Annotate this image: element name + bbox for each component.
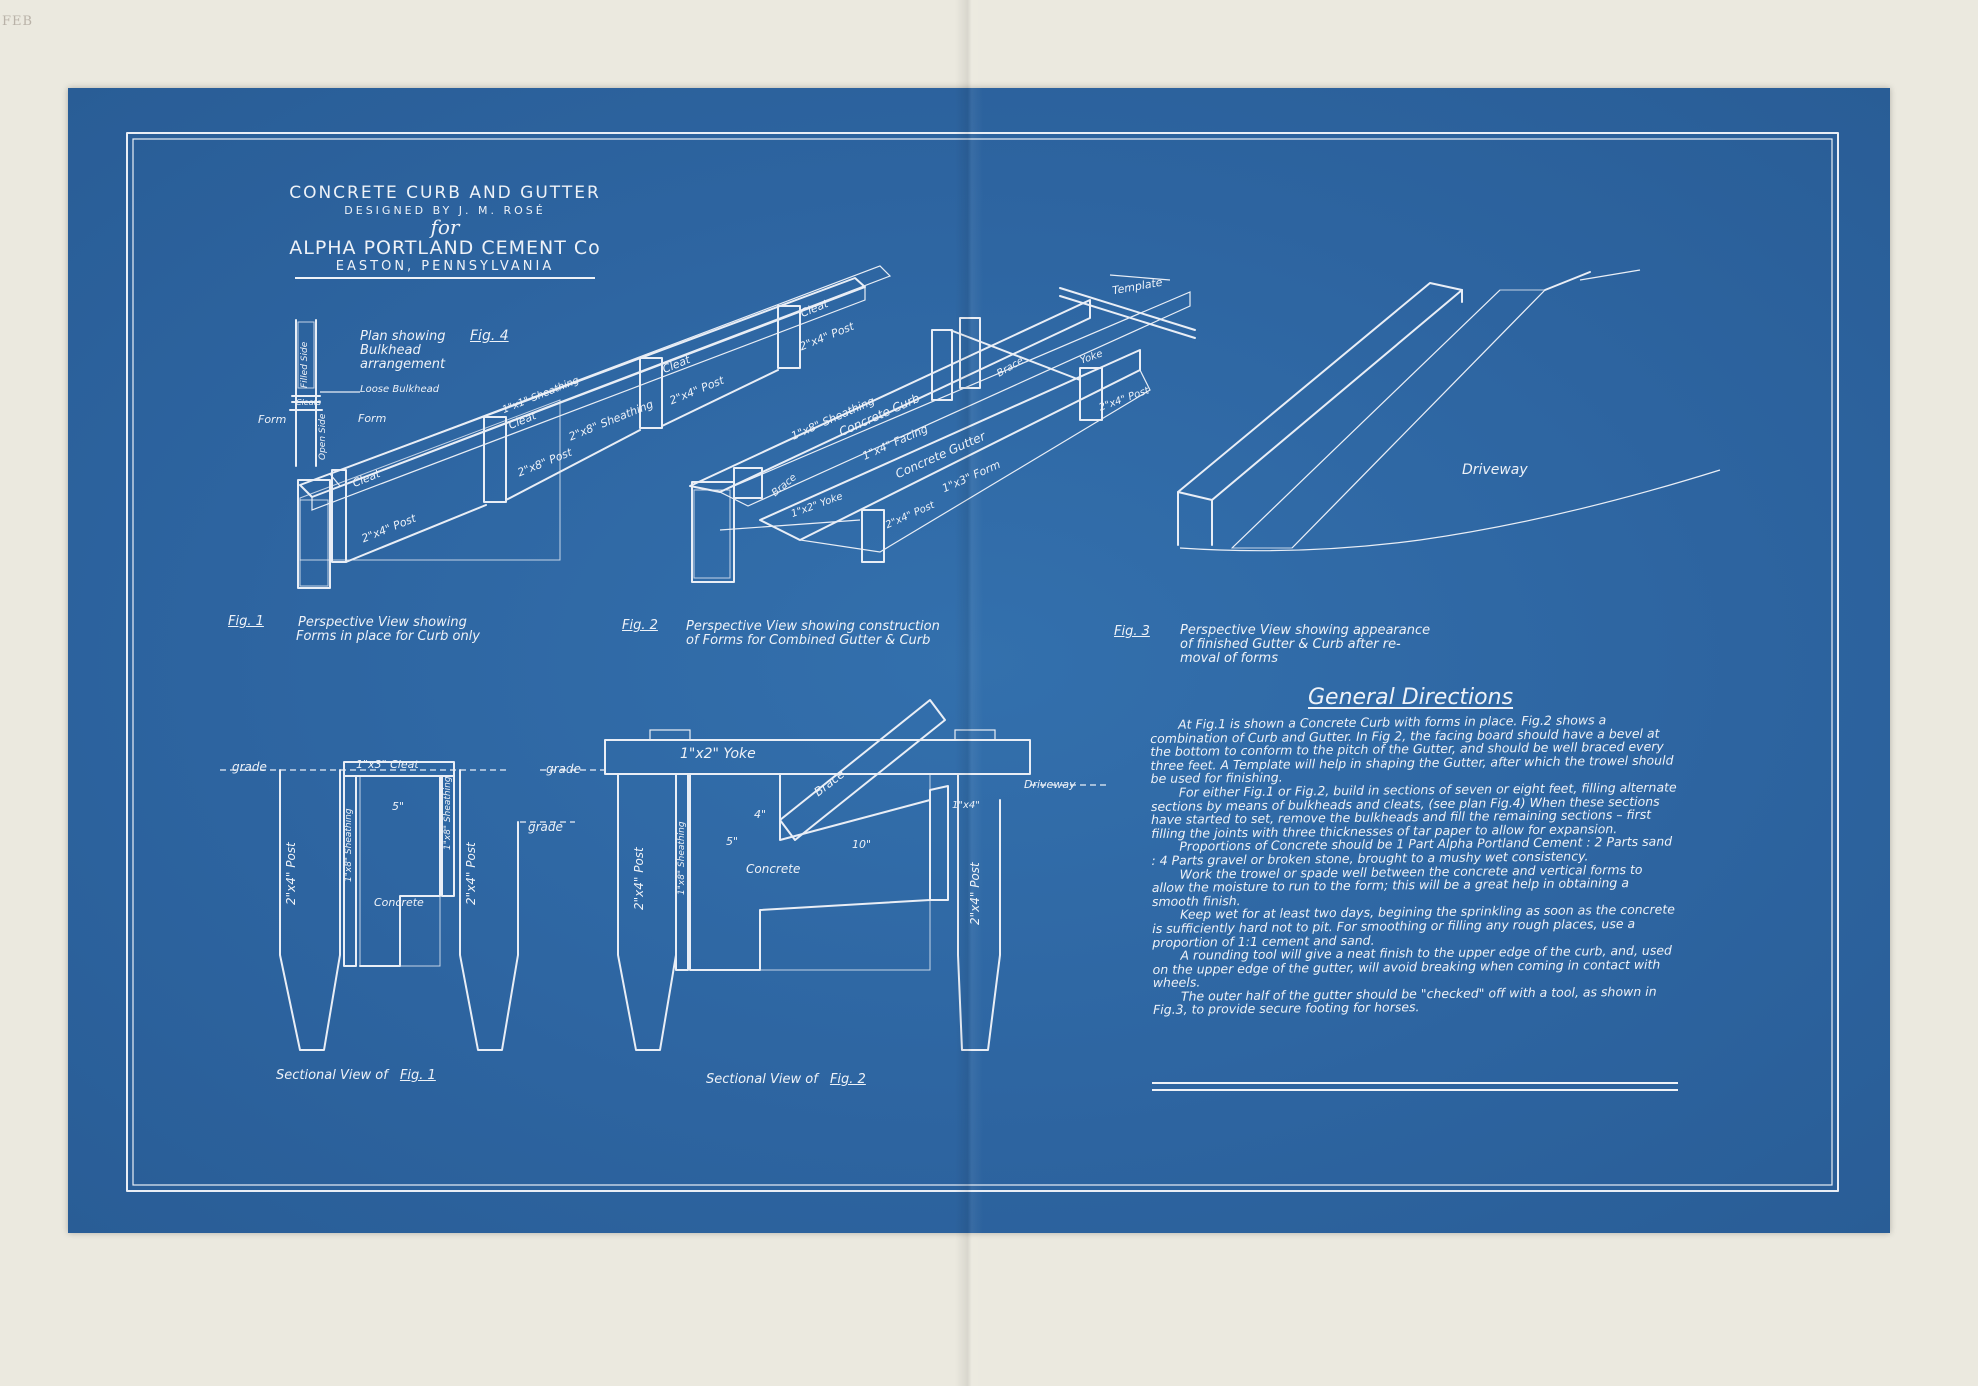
directions-paragraph: For either Fig.1 or Fig.2, build in sect…	[1150, 779, 1677, 841]
section2-dim-10: 10"	[852, 838, 872, 851]
directions-paragraph: Work the trowel or spade well between th…	[1151, 861, 1643, 909]
fig4-cleats: Cleats	[296, 398, 321, 407]
section1-caption-fig: Fig. 1	[399, 1068, 436, 1083]
section1-dim-5: 5"	[392, 800, 405, 813]
section1-sheathing-left: 1"x8" Sheathing	[344, 808, 354, 882]
directions-paragraph: At Fig.1 is shown a Concrete Curb with f…	[1150, 712, 1674, 787]
section2-post-left: 2"x4" Post	[632, 847, 646, 910]
directions-rule	[1152, 1082, 1678, 1091]
section2-post-right: 2"x4" Post	[968, 862, 982, 925]
fig3-caption-line1: Perspective View showing appearance	[1180, 623, 1431, 638]
section2-dim-5: 5"	[726, 835, 739, 848]
section2-dim-4: 4"	[754, 808, 767, 821]
fig2-caption-line2: of Forms for Combined Gutter & Curb	[686, 633, 931, 648]
section1-concrete: Concrete	[374, 896, 424, 909]
fig4-filled-side: Filled Side	[300, 341, 310, 388]
section1-sheathing-right: 1"x8" Sheathing	[443, 776, 453, 850]
section2-facing: 1"x4"	[952, 800, 980, 811]
title-underline	[295, 277, 595, 279]
fig3-caption-line2: of finished Gutter & Curb after re-	[1180, 637, 1401, 652]
fig4-label: Fig. 4	[470, 328, 509, 344]
fig4-form-right: Form	[358, 412, 387, 425]
section2-grade: grade	[546, 762, 581, 776]
directions-body: At Fig.1 is shown a Concrete Curb with f…	[1150, 712, 1679, 1017]
directions-paragraph: Keep wet for at least two days, begining…	[1152, 901, 1676, 950]
fig3-driveway-label: Driveway	[1462, 462, 1528, 478]
section1-drawing	[220, 761, 575, 1051]
section2-sheathing: 1"x8" Sheathing	[677, 821, 687, 895]
title-line4: ALPHA PORTLAND CEMENT Co	[289, 237, 601, 259]
title-line1: CONCRETE CURB AND GUTTER	[289, 183, 601, 203]
section2-yoke: 1"x2" Yoke	[680, 746, 756, 762]
corner-mark: FEB	[2, 14, 34, 29]
directions-heading: General Directions	[1308, 685, 1514, 710]
fig3-caption-label: Fig. 3	[1114, 624, 1150, 639]
fig2-caption-label: Fig. 2	[622, 618, 658, 633]
fig2-caption-line1: Perspective View showing construction	[686, 619, 940, 634]
section2-drawing	[540, 699, 1110, 1051]
blueprint-sheet	[68, 88, 1890, 1233]
fig1-caption-line1: Perspective View showing	[298, 615, 467, 630]
section1-post-left: 2"x4" Post	[284, 842, 298, 905]
fig1-caption-line2: Forms in place for Curb only	[296, 629, 480, 644]
section1-grade-right: grade	[528, 820, 563, 834]
section2-driveway: Driveway	[1024, 778, 1076, 791]
inner-border	[132, 138, 1833, 1186]
fig4-plan-drawing	[289, 319, 360, 467]
fig1-perspective-drawing	[297, 265, 892, 589]
section2-caption-text: Sectional View of	[706, 1072, 818, 1087]
fig3-caption-line3: moval of forms	[1180, 651, 1278, 666]
fig4-loose-bulkhead: Loose Bulkhead	[360, 384, 440, 395]
section1-caption-text: Sectional View of	[276, 1068, 388, 1083]
title-block: CONCRETE CURB AND GUTTER DESIGNED BY J. …	[285, 183, 605, 279]
section2-concrete: Concrete	[746, 862, 801, 876]
outer-border	[126, 132, 1839, 1192]
section1-cleat: 1"x3" Cleat	[356, 758, 419, 771]
fig4-open-side: Open Side	[318, 413, 328, 460]
section2-caption: Sectional View of Fig. 2	[706, 1072, 866, 1087]
section1-grade-left: grade	[232, 760, 267, 774]
directions-paragraph: The outer half of the gutter should be "…	[1152, 983, 1657, 1018]
section2-caption-fig: Fig. 2	[829, 1072, 866, 1087]
fig4-caption: Plan showing Bulkhead arrangement	[360, 329, 446, 372]
fig4-form-left: Form	[258, 413, 287, 426]
fig1-caption-label: Fig. 1	[228, 614, 264, 629]
fig2-perspective-drawing	[689, 274, 1196, 583]
title-line5: EASTON, PENNSYLVANIA	[335, 259, 555, 274]
title-line2: DESIGNED BY J. M. ROSÉ	[344, 204, 546, 217]
section1-post-right: 2"x4" Post	[464, 842, 478, 905]
directions-paragraph: A rounding tool will give a neat finish …	[1152, 942, 1673, 991]
fig3-perspective-drawing	[1177, 269, 1721, 552]
section1-caption: Sectional View of Fig. 1	[276, 1068, 436, 1083]
title-line3: for	[430, 215, 460, 239]
